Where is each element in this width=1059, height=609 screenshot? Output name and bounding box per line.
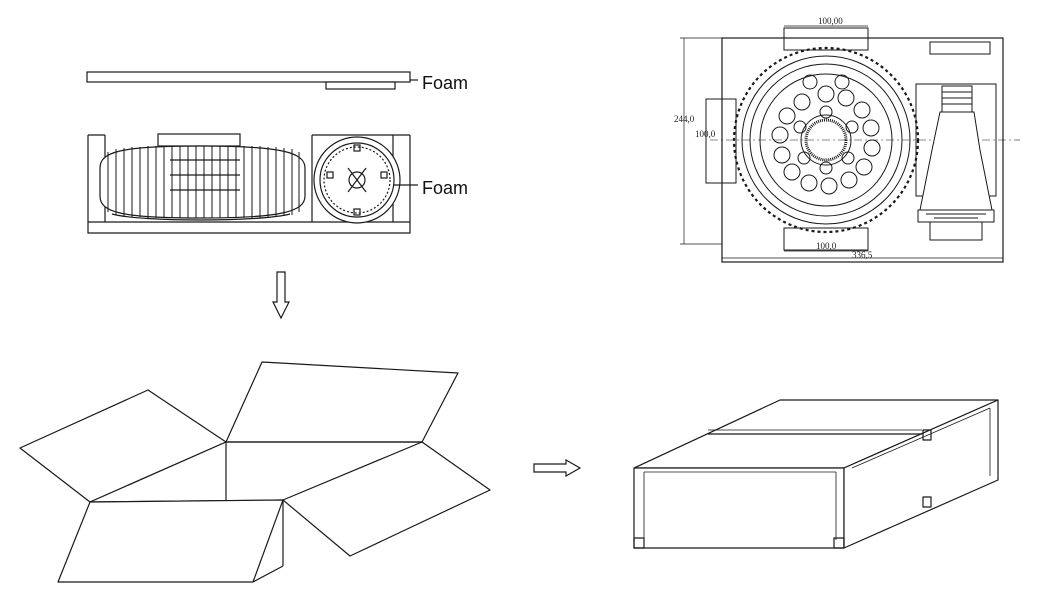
- open-carton: [19, 361, 491, 583]
- dim-bottom-width: 100,0: [816, 241, 837, 251]
- bulb-side-view: [915, 83, 997, 241]
- foam-lid-label: Foam: [422, 73, 468, 93]
- dim-top-width: 100,00: [818, 16, 843, 26]
- foam-lid: [86, 71, 411, 90]
- top-view-drawing: [680, 25, 1020, 263]
- lamp-face-small: [313, 136, 401, 224]
- lamp-body-side: [99, 133, 306, 221]
- arrow-down-icon: [272, 271, 290, 320]
- dim-overall-width: 336,5: [852, 250, 873, 260]
- foam-tray-label: Foam: [422, 178, 468, 198]
- dim-left-height: 244,0: [674, 114, 695, 124]
- dim-left-inner: 100,0: [695, 129, 716, 139]
- closed-carton: [633, 399, 999, 549]
- packing-cross-section: [86, 71, 418, 234]
- arrow-right-icon: [533, 458, 582, 478]
